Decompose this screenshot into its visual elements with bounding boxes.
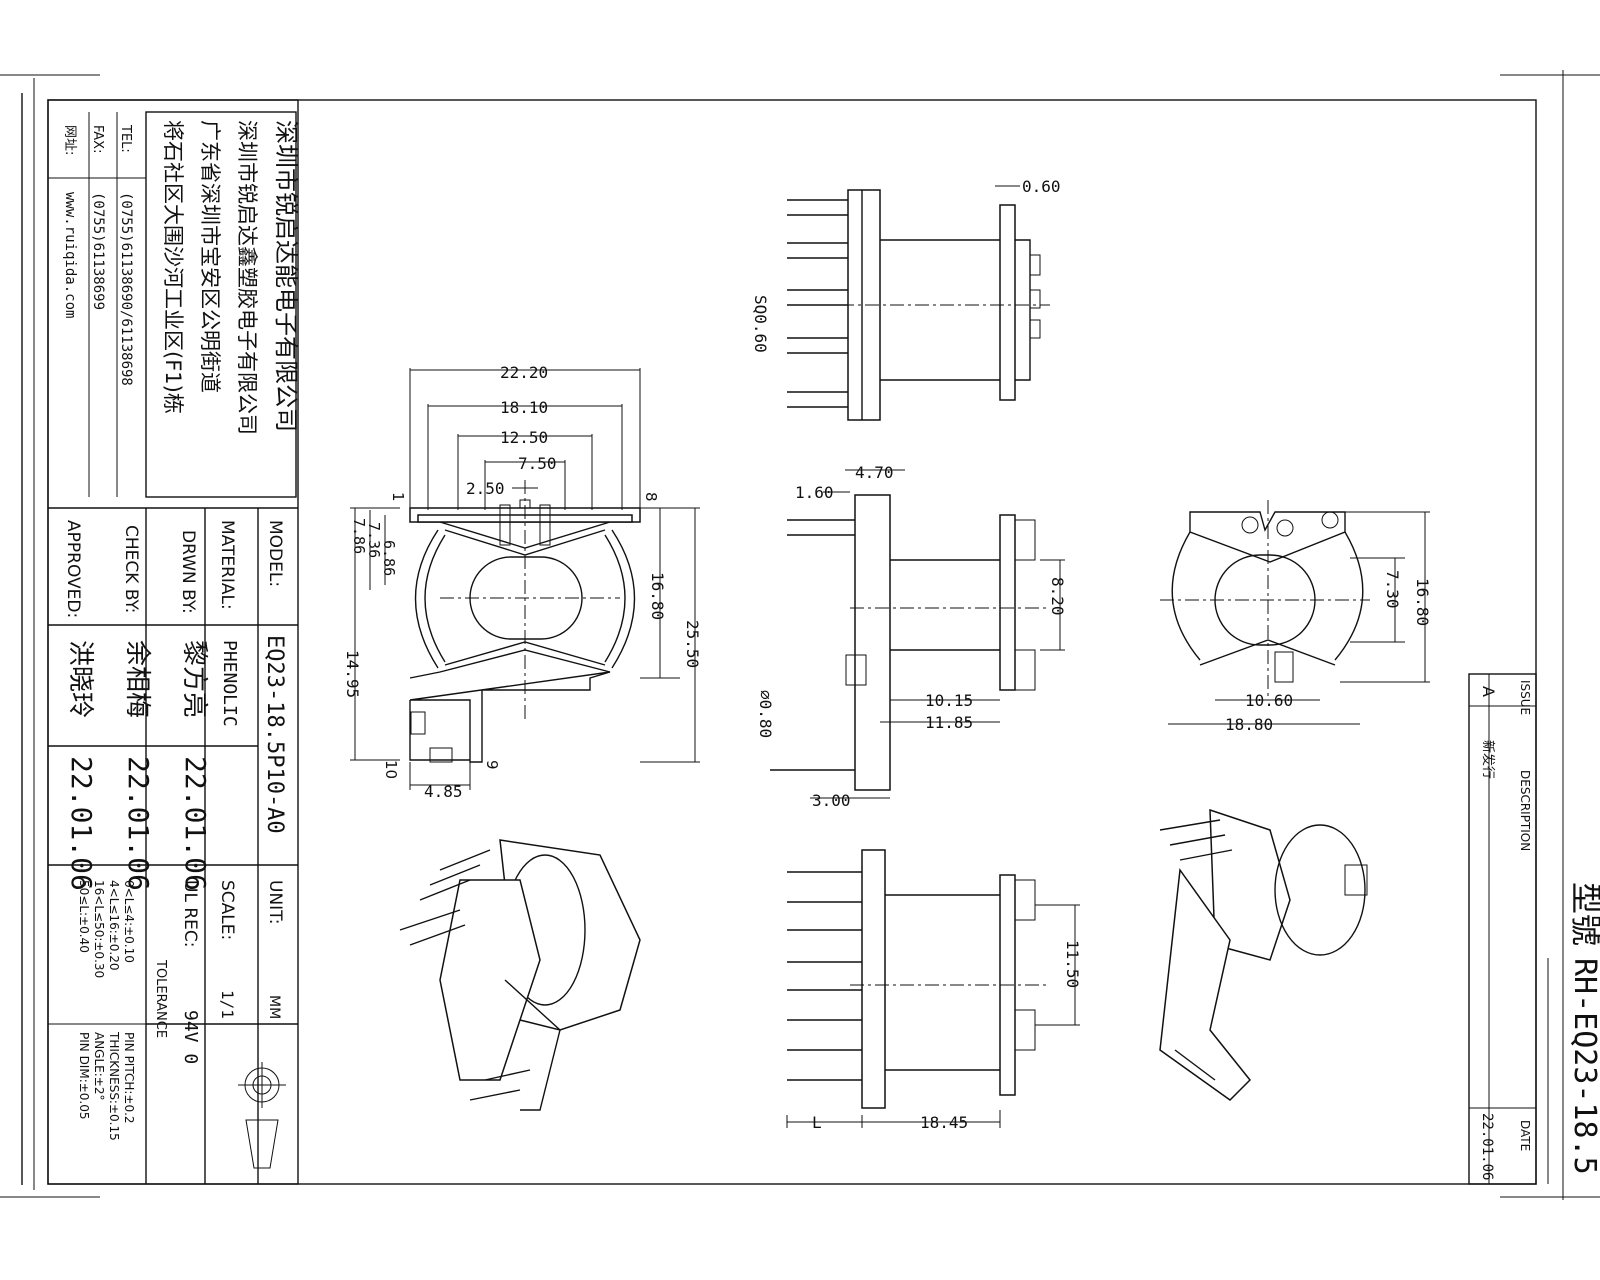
- dim-11-50: 11.50: [1063, 940, 1082, 988]
- tol-left-3: 16<L≤50:±0.30: [92, 880, 106, 978]
- date-label: DATE: [1518, 1120, 1532, 1151]
- middle-side-view: 4.70 1.60 8.20 10.15 11.85 ⌀0.80 3.00: [756, 463, 1067, 810]
- tol-right-3: ANGLE:±2°: [92, 1032, 106, 1100]
- chck-date: 22.01.06: [122, 756, 155, 891]
- dim-sq0-60: SQ0.60: [751, 295, 770, 353]
- dim-3-00: 3.00: [812, 791, 851, 810]
- issue-label: ISSUE: [1518, 680, 1532, 715]
- desc-value: 新发行: [1480, 740, 1496, 779]
- isometric-view-left: [399, 839, 641, 1111]
- tol-left-1: 0<L≤4:±0.10: [122, 880, 136, 963]
- revision-block: ISSUE DESCRIPTION DATE A 新发行 22.01.06 型號…: [1468, 673, 1600, 1185]
- part-number: RH-EQ23-18.5: [1567, 958, 1600, 1175]
- pin-label-10: 10: [382, 760, 400, 779]
- dim-2-50: 2.50: [466, 479, 505, 498]
- dim-25-50: 25.50: [683, 620, 702, 668]
- company-line-1: 深圳市锐启达能电子有限公司: [272, 120, 300, 432]
- dim-10-15: 10.15: [925, 691, 973, 710]
- tol-right-2: THICKNESS:±0.15: [107, 1031, 121, 1141]
- title-block: 深圳市锐启达能电子有限公司 深圳市锐启达鑫塑胶电子有限公司 广东省深圳市宝安区公…: [47, 99, 300, 1185]
- appr-label: APPROVED:: [63, 520, 83, 618]
- pin-label-8: 8: [642, 492, 660, 502]
- dim-18-45: 18.45: [920, 1113, 968, 1132]
- dim-0-60: 0.60: [1022, 177, 1061, 196]
- dim-14-95: 14.95: [343, 650, 362, 698]
- dim-8-20: 8.20: [1048, 577, 1067, 616]
- tolerance-title: TOLERANCE: [153, 959, 168, 1038]
- isometric-view-right: [1159, 808, 1368, 1101]
- web-label: 网址:: [62, 125, 77, 155]
- dim-7-86: 7.86: [350, 518, 368, 554]
- dim-16-80-b: 16.80: [1413, 578, 1432, 626]
- chck-name: 余相梅: [122, 640, 152, 718]
- tol-left-4: 50≤L:±0.40: [77, 880, 91, 953]
- top-side-view: 0.60 SQ0.60: [751, 177, 1061, 421]
- fax-value: (0755)61138699: [90, 192, 106, 310]
- tel-label: TEL:: [118, 124, 133, 153]
- model-label: MODEL:: [265, 520, 285, 587]
- type-label: 型號: [1567, 882, 1600, 946]
- desc-label: DESCRIPTION: [1518, 770, 1532, 851]
- pins-top-view: [787, 199, 848, 408]
- bottom-side-view: 11.50 18.45 L: [786, 849, 1082, 1132]
- pin-label-1: 1: [389, 492, 407, 502]
- chck-label: CHECK BY:: [121, 525, 141, 613]
- fax-label: FAX:: [90, 125, 105, 153]
- drwn-name: 黎方亮: [179, 640, 209, 718]
- dim-7-36: 7.36: [365, 522, 383, 558]
- appr-name: 洪晓玲: [65, 640, 95, 718]
- tol-right-1: PIN PITCH:±0.2: [122, 1032, 136, 1124]
- dim-16-80-a: 16.80: [648, 572, 667, 620]
- company-line-3: 广东省深圳市宝安区公明街道: [198, 120, 222, 393]
- front-dimension-lines: [350, 368, 700, 790]
- ul-label: UL REC:: [180, 880, 200, 947]
- dim-11-85: 11.85: [925, 713, 973, 732]
- appr-date: 22.01.06: [65, 756, 98, 891]
- dim-12-50: 12.50: [500, 428, 548, 447]
- end-view: 7.30 16.80 10.60 18.80: [1160, 500, 1432, 734]
- drwn-label: DRWN BY:: [178, 530, 198, 614]
- unit-label: UNIT:: [265, 880, 285, 924]
- dim-22-20: 22.20: [500, 363, 548, 382]
- dim-1-60: 1.60: [795, 483, 834, 502]
- scale-label: SCALE:: [217, 880, 237, 940]
- model-value: EQ23-18.5P10-A0: [262, 635, 287, 834]
- web-value: www.ruiqida.com: [62, 192, 78, 318]
- dim-4-70: 4.70: [855, 463, 894, 482]
- dim-18-80: 18.80: [1225, 715, 1273, 734]
- dim-phi0-80: ⌀0.80: [756, 690, 775, 738]
- tel-value: (0755)61138690/61138698: [118, 192, 134, 386]
- tol-right-4: PIN DIM:±0.05: [77, 1032, 91, 1120]
- front-view: 22.20 18.10 12.50 7.50 2.50 7.86 7.36 6.…: [343, 363, 702, 801]
- dim-7-50: 7.50: [518, 454, 557, 473]
- pins-bottom-view: [787, 871, 862, 1081]
- drwn-date: 22.01.06: [179, 756, 212, 891]
- tol-left-2: 4<L≤16:±0.20: [107, 880, 121, 971]
- dim-L: L: [812, 1113, 822, 1132]
- company-line-2: 深圳市锐启达鑫塑胶电子有限公司: [235, 120, 259, 435]
- date-value: 22.01.06: [1479, 1113, 1495, 1180]
- dim-6-86: 6.86: [380, 540, 398, 576]
- ul-value: 94V 0: [180, 1010, 201, 1064]
- pin-label-9: 9: [483, 760, 501, 770]
- unit-value: MM: [266, 995, 282, 1019]
- dim-7-30: 7.30: [1383, 570, 1402, 609]
- scale-value: 1/1: [218, 990, 237, 1019]
- dim-4-85: 4.85: [424, 782, 463, 801]
- issue-value: A: [1479, 686, 1498, 697]
- dim-10-60: 10.60: [1245, 691, 1293, 710]
- company-line-4: 将石社区大围沙河工业区(F1)栋: [161, 120, 185, 414]
- dim-18-10: 18.10: [500, 398, 548, 417]
- material-value: PHENOLIC: [219, 640, 240, 727]
- material-label: MATERIAL:: [217, 520, 237, 610]
- projection-symbol-icon: [238, 1062, 286, 1169]
